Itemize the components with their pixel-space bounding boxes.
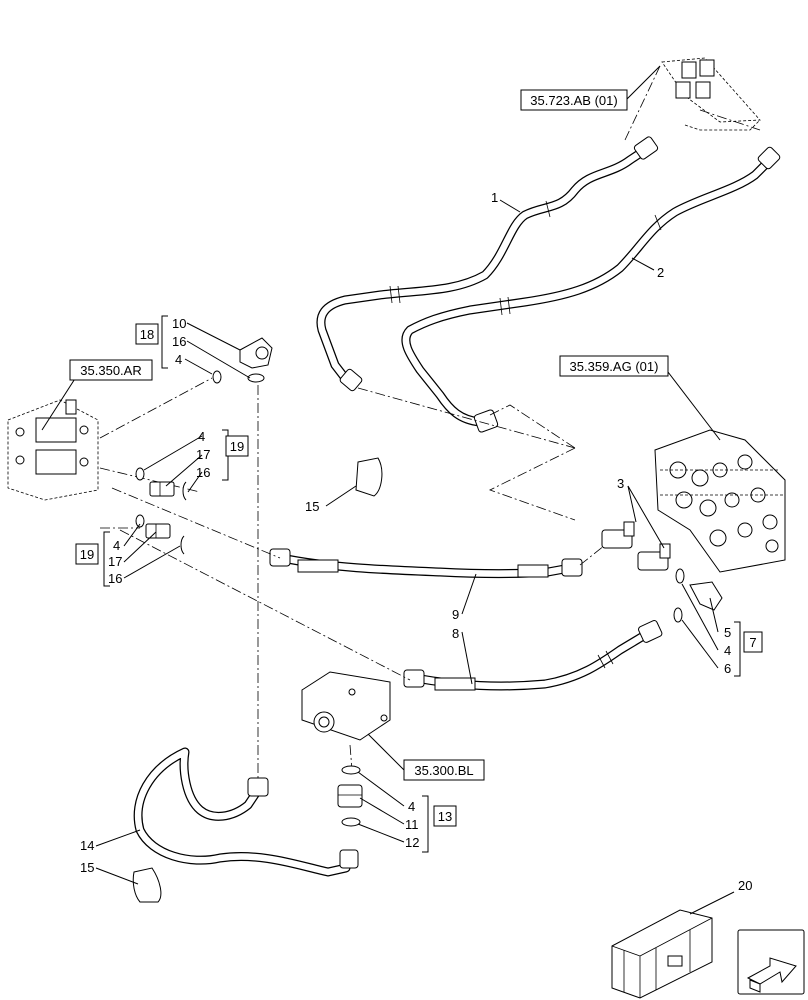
callout-20: 20: [738, 878, 752, 893]
callout-14: 14: [80, 838, 94, 853]
hose-9[interactable]: [269, 548, 583, 578]
centerlines: [99, 65, 761, 778]
callout-16-upper: 16: [196, 465, 210, 480]
reference-35-350-ar[interactable]: 35.350.AR: [69, 359, 153, 381]
callout-4-upper: 4: [198, 429, 205, 444]
ring-6-right: [673, 607, 683, 623]
o-ring-4-right: [675, 568, 685, 584]
o-ring-4-top: [212, 370, 222, 384]
hose-1[interactable]: [316, 136, 659, 392]
svg-text:35.723.AB (01): 35.723.AB (01): [530, 93, 617, 108]
group-box-7[interactable]: 7: [743, 631, 763, 653]
elbow-fitting-5[interactable]: [689, 581, 723, 611]
hose-1-fitting-top: [633, 136, 659, 160]
leader-lines: [41, 65, 735, 915]
callout-16-top: 16: [172, 334, 186, 349]
svg-text:35.350.AR: 35.350.AR: [80, 363, 141, 378]
callout-17-lower: 17: [108, 554, 122, 569]
hose-8-fitting-right: [638, 620, 663, 643]
tee-fitting-3b[interactable]: [637, 543, 671, 571]
svg-text:19: 19: [230, 439, 244, 454]
o-ring-4-bottom: [341, 765, 361, 775]
callout-4-lower: 4: [113, 538, 120, 553]
tee-fitting-3a[interactable]: [601, 521, 635, 549]
group-box-18[interactable]: 18: [135, 323, 159, 345]
svg-text:19: 19: [80, 547, 94, 562]
callout-8: 8: [452, 626, 459, 641]
hose-9-fitting-left: [269, 548, 291, 567]
left-valve-block: [7, 399, 99, 501]
next-page-arrow-icon[interactable]: [737, 929, 805, 995]
callout-10: 10: [172, 316, 186, 331]
hose-2[interactable]: [401, 146, 781, 433]
o-ring-4-lower: [135, 514, 145, 528]
kit-box-20: [611, 909, 713, 999]
adapter-17-lower[interactable]: [145, 523, 171, 539]
cap-15-upper: [355, 457, 383, 497]
hose-8-fitting-left: [403, 669, 425, 688]
callout-12: 12: [405, 835, 419, 850]
callout-15-lower: 15: [80, 860, 94, 875]
svg-text:13: 13: [438, 809, 452, 824]
group-box-19-upper[interactable]: 19: [225, 435, 249, 457]
reference-35-723-ab[interactable]: 35.723.AB (01): [520, 89, 628, 111]
callout-6: 6: [724, 661, 731, 676]
adapter-17-upper[interactable]: [149, 481, 175, 497]
callout-4-right: 4: [724, 643, 731, 658]
callout-numbers: 1 2 3 10 16 4 4 17 16 15 4 17 16 9 8 5 4…: [80, 190, 752, 893]
callout-16-lower: 16: [108, 571, 122, 586]
hose-8[interactable]: [403, 620, 663, 691]
hose-2-fitting-bottom: [473, 409, 499, 433]
callout-4-bottom: 4: [408, 799, 415, 814]
hose-14[interactable]: [133, 747, 359, 877]
hose-9-fitting-right: [561, 558, 583, 577]
callout-17-upper: 17: [196, 447, 210, 462]
elbow-fitting-10[interactable]: [239, 337, 273, 369]
svg-text:18: 18: [140, 327, 154, 342]
small-valve-block: [301, 671, 391, 741]
o-ring-4-upper: [135, 467, 145, 481]
adapter-11[interactable]: [337, 784, 363, 808]
hose-1-fitting-bottom: [339, 368, 363, 392]
callout-4-top: 4: [175, 352, 182, 367]
callout-11: 11: [405, 817, 419, 832]
cap-15-lower: [132, 867, 162, 903]
ring-16-lower: [180, 535, 185, 555]
group-box-19-lower[interactable]: 19: [75, 543, 99, 565]
o-ring-12-bottom: [341, 817, 361, 827]
callout-3: 3: [617, 476, 624, 491]
svg-text:35.359.AG (01): 35.359.AG (01): [570, 359, 659, 374]
reference-35-300-bl[interactable]: 35.300.BL: [403, 759, 485, 781]
callout-2: 2: [657, 265, 664, 280]
hose-14-fitting-bottom: [339, 849, 359, 869]
callout-5: 5: [724, 625, 731, 640]
top-valve-block: [661, 57, 761, 131]
group-box-13[interactable]: 13: [433, 805, 457, 827]
svg-text:7: 7: [749, 635, 756, 650]
callout-1: 1: [491, 190, 498, 205]
group-brackets: [103, 315, 741, 853]
svg-text:35.300.BL: 35.300.BL: [414, 763, 473, 778]
hose-14-fitting-top: [247, 777, 269, 797]
reference-35-359-ag[interactable]: 35.359.AG (01): [559, 355, 669, 377]
hose-2-fitting-top: [757, 146, 781, 170]
callout-9: 9: [452, 607, 459, 622]
main-control-valve: [654, 429, 786, 573]
o-ring-16-top: [247, 373, 265, 383]
callout-15-upper: 15: [305, 499, 319, 514]
ring-16-upper: [182, 481, 187, 501]
